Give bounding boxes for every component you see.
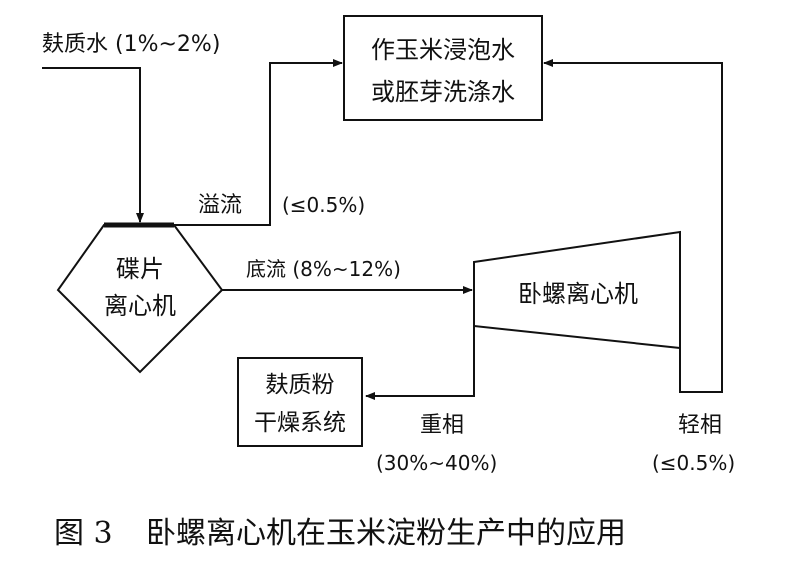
- light-phase-label: 轻相: [678, 413, 722, 438]
- heavy-phase-line: [365, 326, 475, 400]
- underflow-label: 底流 (8%~12%): [246, 257, 401, 281]
- disc-centrifuge-line1: 碟片: [116, 255, 164, 283]
- figure-number: 图 3: [54, 516, 113, 551]
- overflow-label: 溢流: [198, 193, 242, 218]
- dryer-box-line1: 麸质粉: [266, 372, 335, 398]
- dryer-box: [237, 357, 363, 447]
- light-phase-line: [543, 59, 723, 393]
- target-box: [343, 15, 543, 121]
- figure-caption: 卧螺离心机在玉米淀粉生产中的应用: [146, 516, 626, 551]
- decanter-label: 卧螺离心机: [518, 280, 638, 308]
- target-box-line1: 作玉米浸泡水: [371, 36, 515, 64]
- heavy-phase-label: 重相: [420, 413, 464, 438]
- heavy-phase-value: (30%~40%): [376, 451, 497, 475]
- light-phase-value: (≤0.5%): [652, 451, 735, 475]
- overflow-line: [174, 59, 343, 226]
- feed-line: [42, 67, 144, 223]
- target-box-line2: 或胚芽洗涤水: [371, 78, 515, 106]
- overflow-value: (≤0.5%): [282, 193, 365, 217]
- input-label: 麸质水 (1%~2%): [42, 32, 220, 57]
- dryer-box-line2: 干燥系统: [254, 410, 346, 436]
- disc-centrifuge-line2: 离心机: [104, 292, 176, 320]
